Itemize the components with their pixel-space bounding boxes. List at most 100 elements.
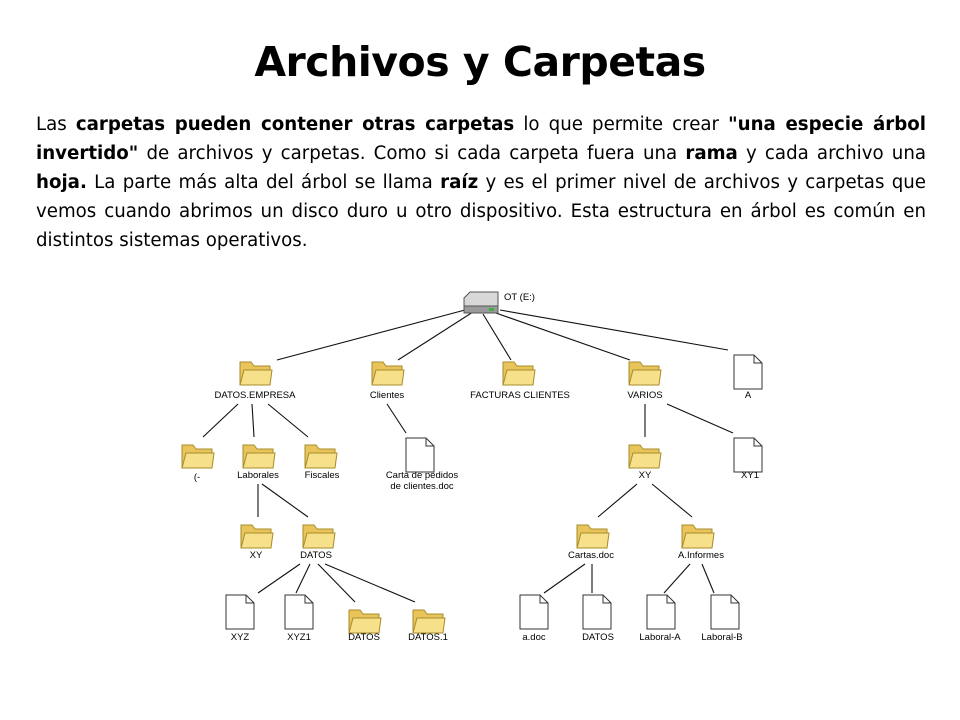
tree-edge-datos_l-xyz — [257, 563, 301, 594]
tree-node-laborales: Laborales — [237, 444, 279, 481]
folder-icon — [304, 444, 338, 469]
file-icon — [519, 594, 549, 630]
paragraph-run: y es el primer nivel de archivos y carpe… — [36, 172, 926, 251]
paragraph-run: lo que permite crear — [514, 114, 729, 135]
tree-node-label: DATOS — [582, 632, 614, 643]
file-icon — [284, 594, 314, 630]
page-title: Archivos y Carpetas — [254, 38, 706, 86]
paragraph-run: y cada archivo una — [737, 143, 926, 164]
paragraph-bold-run: carpetas pueden contener otras carpetas — [75, 114, 515, 135]
tree-node-datos_empresa: DATOS.EMPRESA — [215, 361, 297, 401]
tree-node-label: XYZ — [231, 632, 250, 643]
drive-icon — [463, 291, 499, 314]
tree-node-laboral_b: Laboral-B — [701, 594, 743, 643]
tree-edge-ainformes-laboral_a — [663, 563, 691, 594]
folder-icon — [628, 444, 662, 469]
tree-node-label: DATOS.EMPRESA — [215, 390, 297, 401]
file-icon — [733, 437, 763, 473]
paragraph-bold-run: raíz — [440, 172, 479, 193]
tree-edge-varios-xy1 — [666, 403, 734, 434]
folder-icon — [181, 444, 215, 469]
tree-node-xy_v: XY — [628, 444, 662, 481]
tree-node-label: Fiscales — [305, 470, 340, 481]
tree-node-xy1: XY1 — [733, 437, 763, 481]
tree-node-label: OT (E:) — [504, 292, 535, 303]
paragraph-bold-run: "una especie árbol invertido" — [36, 114, 926, 164]
tree-edge-ainformes-laboral_b — [701, 563, 715, 594]
tree-node-label: XYZ1 — [287, 632, 311, 643]
tree-node-label: DATOS — [300, 550, 332, 561]
file-icon — [646, 594, 676, 630]
tree-node-datos_c: DATOS — [582, 594, 614, 643]
tree-edge-cartas-adoc — [543, 563, 586, 594]
tree-edge-laborales-datos_l — [261, 483, 309, 518]
folder-icon — [302, 524, 336, 549]
folder-icon — [239, 361, 273, 386]
tree-edge-datos_empresa-fiscales — [267, 403, 309, 438]
tree-edge-root-varios — [492, 311, 631, 361]
tree-edge-root-a — [499, 309, 729, 351]
tree-edge-datos_empresa-laborales — [251, 403, 255, 438]
tree-node-root: OT (E:) — [463, 291, 535, 314]
tree-node-label: (- — [194, 472, 200, 483]
tree-node-datos1: DATOS.1 — [408, 609, 448, 643]
tree-node-label: XY — [250, 550, 263, 561]
tree-node-ainformes: A.Informes — [678, 524, 724, 561]
tree-node-label: FACTURAS CLIENTES — [470, 390, 570, 401]
tree-node-label: a.doc — [522, 632, 545, 643]
tree-edge-root-datos_empresa — [276, 309, 466, 361]
file-icon — [405, 437, 435, 473]
file-icon — [582, 594, 612, 630]
tree-node-label: XY1 — [741, 470, 759, 481]
tree-node-label: Laboral-A — [639, 632, 681, 643]
tree-edge-datos_empresa-paren — [202, 403, 239, 438]
file-icon — [225, 594, 255, 630]
tree-edge-root-clientes — [397, 311, 474, 361]
tree-node-datos_l: DATOS — [300, 524, 336, 561]
tree-node-facturas: FACTURAS CLIENTES — [470, 361, 570, 401]
tree-edge-xy_v-cartas — [597, 483, 638, 518]
paragraph-run: Las — [36, 114, 76, 135]
tree-node-xyz1: XYZ1 — [284, 594, 314, 643]
tree-node-laboral_a: Laboral-A — [639, 594, 681, 643]
tree-edge-datos_l-datos_f — [317, 563, 356, 603]
tree-node-label: DATOS — [348, 632, 380, 643]
tree-node-datos_f: DATOS — [348, 609, 382, 643]
folder-icon — [240, 524, 274, 549]
tree-node-fiscales: Fiscales — [304, 444, 340, 481]
tree-edges — [202, 309, 734, 603]
tree-edge-datos_l-datos1 — [324, 563, 416, 603]
tree-node-adoc: a.doc — [519, 594, 549, 643]
tree-node-label: A.Informes — [678, 550, 724, 561]
tree-node-clientes: Clientes — [370, 361, 405, 401]
folder-icon — [371, 361, 405, 386]
tree-node-xy_l: XY — [240, 524, 274, 561]
tree-node-paren: (- — [181, 444, 215, 483]
folder-icon — [681, 524, 715, 549]
tree-node-label: A — [745, 390, 752, 401]
tree-node-cartas: Cartas.doc — [568, 524, 614, 561]
tree-node-a: A — [733, 354, 763, 401]
tree-edge-datos_l-xyz1 — [295, 563, 311, 594]
file-icon — [710, 594, 740, 630]
paragraph-run: La parte más alta del árbol se llama — [86, 172, 441, 193]
tree-node-label: Laboral-B — [701, 632, 742, 643]
tree-edge-xy_v-ainformes — [651, 483, 693, 518]
tree-node-label: XY — [639, 470, 652, 481]
paragraph-run: de archivos y carpetas. Como si cada car… — [138, 143, 686, 164]
tree-node-varios: VARIOS — [627, 361, 663, 401]
tree-node-label: DATOS.1 — [408, 632, 448, 643]
tree-node-label: Cartas.doc — [568, 550, 614, 561]
tree-node-xyz: XYZ — [225, 594, 255, 643]
tree-node-label: VARIOS — [627, 390, 662, 401]
paragraph-bold-run: hoja. — [36, 172, 87, 193]
intro-paragraph: Las carpetas pueden contener otras carpe… — [36, 110, 926, 255]
tree-node-label: Laborales — [237, 470, 279, 481]
tree-edge-clientes-carta — [386, 403, 407, 434]
folder-icon — [242, 444, 276, 469]
folder-icon — [412, 609, 446, 634]
